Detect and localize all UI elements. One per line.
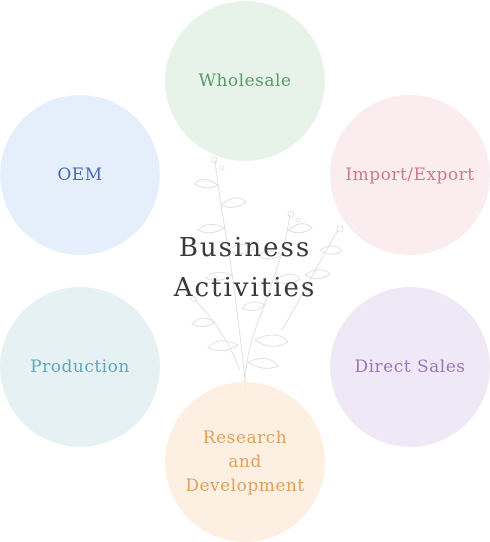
- oem-circle: OEM: [0, 95, 160, 255]
- wholesale-label: Wholesale: [198, 71, 292, 91]
- import-export-label: Import/Export: [345, 165, 475, 185]
- research-development-label: Research and Development: [185, 428, 305, 496]
- import-export-circle: Import/Export: [330, 95, 490, 255]
- production-label: Production: [30, 357, 130, 377]
- wholesale-circle: Wholesale: [165, 1, 325, 161]
- direct-sales-label: Direct Sales: [354, 357, 466, 377]
- production-circle: Production: [0, 287, 160, 447]
- center-title: Business Activities: [173, 233, 317, 303]
- research-development-circle: Research and Development: [165, 382, 325, 542]
- oem-label: OEM: [57, 165, 103, 185]
- direct-sales-circle: Direct Sales: [330, 287, 490, 447]
